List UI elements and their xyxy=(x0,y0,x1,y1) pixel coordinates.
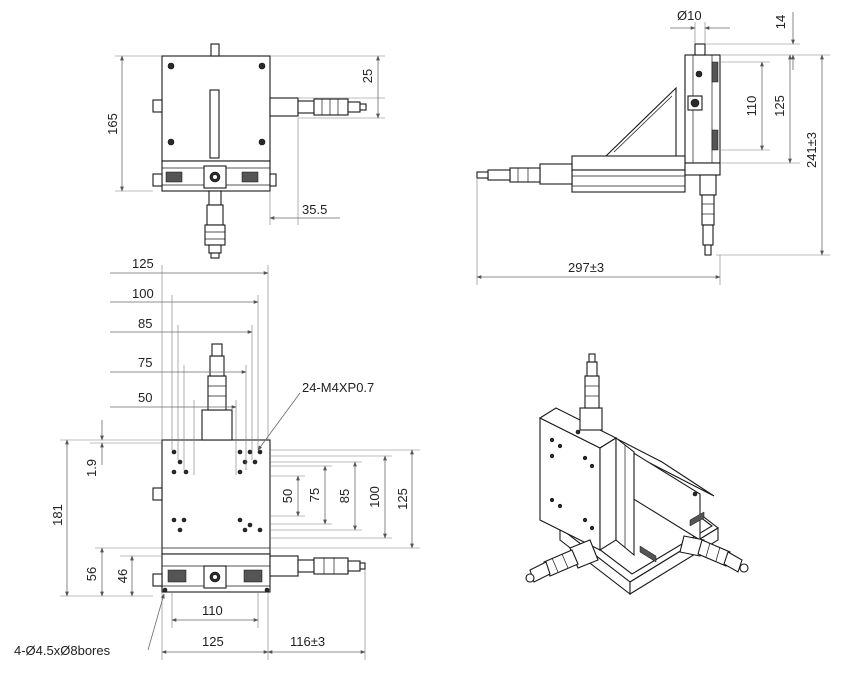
thread-label: 24-M4XP0.7 xyxy=(302,380,374,395)
dim-35-5: 35.5 xyxy=(302,202,327,217)
dim-h-100: 100 xyxy=(132,286,154,301)
thread-holes xyxy=(171,449,263,533)
top-left-view: 165 25 35.5 xyxy=(105,43,385,259)
gusset xyxy=(604,86,677,157)
dim-b-110: 110 xyxy=(202,603,223,618)
dim-1-9: 1.9 xyxy=(84,459,99,477)
dim-110: 110 xyxy=(744,96,759,117)
dim-165: 165 xyxy=(105,113,120,135)
micrometer-bottom xyxy=(204,190,226,259)
dim-v-85: 85 xyxy=(337,489,352,503)
dim-h-85: 85 xyxy=(138,316,152,331)
dim-241: 241±3 xyxy=(804,132,819,168)
dim-181: 181 xyxy=(50,504,65,526)
dim-bore-10: Ø10 xyxy=(677,8,702,23)
dim-56: 56 xyxy=(84,567,99,581)
dim-46: 46 xyxy=(115,569,130,583)
dim-h-75: 75 xyxy=(138,355,152,370)
center-slot xyxy=(209,89,220,159)
dim-v-125: 125 xyxy=(395,488,410,510)
dim-v-100: 100 xyxy=(367,486,382,508)
dim-v-75: 75 xyxy=(307,488,322,502)
top-right-view: Ø10 14 110 125 241±3 297±3 xyxy=(476,8,830,285)
dim-297: 297±3 xyxy=(568,260,604,275)
bores-label: 4-Ø4.5xØ8bores xyxy=(14,643,111,658)
dim-v-50: 50 xyxy=(280,489,295,503)
dim-h-50: 50 xyxy=(138,390,152,405)
bottom-left-view: 125 100 85 75 50 125 100 85 75 xyxy=(14,256,420,660)
horizontal-base xyxy=(571,169,686,193)
dim-b-125: 125 xyxy=(202,634,224,649)
isometric-view xyxy=(525,353,749,596)
dim-14: 14 xyxy=(773,15,788,29)
dim-25: 25 xyxy=(360,69,375,83)
dim-125-right: 125 xyxy=(772,95,787,117)
dim-b-116: 116±3 xyxy=(290,634,325,649)
dim-h-125: 125 xyxy=(132,256,154,271)
micrometer-right xyxy=(269,97,367,117)
